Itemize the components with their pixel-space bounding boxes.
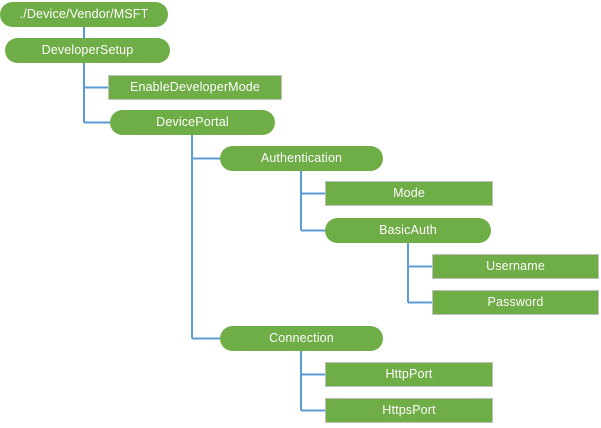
node-label-deviceportal: DevicePortal	[156, 115, 229, 130]
node-password[interactable]: Password	[432, 290, 599, 315]
node-label-basicauth: BasicAuth	[379, 223, 437, 238]
node-label-mode: Mode	[393, 186, 425, 201]
node-httpsport[interactable]: HttpsPort	[325, 398, 493, 423]
node-developersetup[interactable]: DeveloperSetup	[5, 38, 170, 63]
node-username[interactable]: Username	[432, 254, 599, 279]
node-label-enabledevelopermode: EnableDeveloperMode	[129, 80, 261, 95]
node-label-username: Username	[486, 259, 545, 274]
node-basicauth[interactable]: BasicAuth	[325, 218, 491, 243]
node-connection[interactable]: Connection	[220, 326, 383, 351]
node-mode[interactable]: Mode	[325, 181, 493, 206]
node-root[interactable]: ./Device/Vendor/MSFT	[0, 2, 168, 27]
node-label-authentication: Authentication	[260, 151, 343, 166]
node-enabledevelopermode[interactable]: EnableDeveloperMode	[108, 75, 282, 100]
node-authentication[interactable]: Authentication	[220, 146, 383, 171]
node-label-connection: Connection	[269, 331, 334, 346]
node-deviceportal[interactable]: DevicePortal	[110, 110, 275, 135]
node-label-developersetup: DeveloperSetup	[41, 43, 134, 58]
node-label-root: ./Device/Vendor/MSFT	[19, 7, 149, 22]
node-label-httpport: HttpPort	[385, 367, 433, 382]
node-label-password: Password	[487, 295, 544, 310]
node-httpport[interactable]: HttpPort	[325, 362, 493, 387]
node-label-httpsport: HttpsPort	[382, 403, 436, 418]
